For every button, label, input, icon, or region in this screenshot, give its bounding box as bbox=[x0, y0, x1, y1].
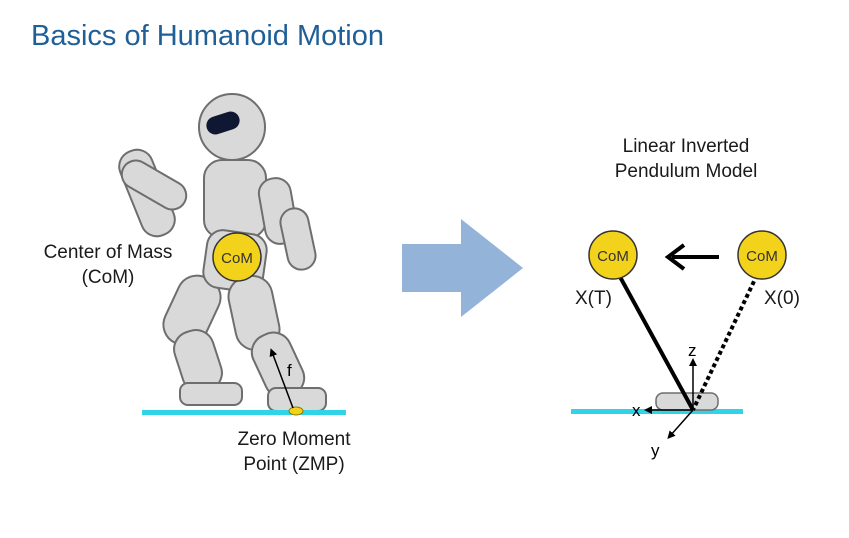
left-ground-line bbox=[142, 410, 346, 415]
robot-visor bbox=[206, 111, 240, 135]
com-circle-left bbox=[588, 230, 638, 280]
pendulum-solid-leg bbox=[617, 274, 695, 411]
axis-x-label: x bbox=[632, 401, 641, 420]
com-label: Center of Mass (CoM) bbox=[22, 240, 194, 290]
com-move-arrow-head bbox=[664, 243, 686, 271]
pendulum-dotted-leg bbox=[691, 274, 759, 411]
com-left-text: CoM bbox=[597, 248, 629, 265]
robot-back-foot bbox=[179, 382, 243, 406]
robot-com-circle bbox=[212, 232, 262, 282]
com-label-line1: Center of Mass bbox=[43, 242, 173, 263]
zmp-label: Zero Moment Point (ZMP) bbox=[206, 427, 382, 477]
zmp-point bbox=[288, 406, 304, 416]
com-label-line2: (CoM) bbox=[81, 267, 135, 288]
force-label: f bbox=[287, 361, 292, 380]
axis-y-arrow bbox=[667, 409, 694, 439]
zmp-label-line2: Point (ZMP) bbox=[243, 454, 345, 475]
model-title: Linear Inverted Pendulum Model bbox=[586, 134, 786, 184]
right-ground-line bbox=[571, 409, 743, 414]
transition-arrow bbox=[402, 219, 523, 317]
axis-y-label: y bbox=[651, 441, 660, 460]
robot-back-forearm bbox=[120, 159, 188, 211]
x-t-label: X(T) bbox=[575, 288, 612, 309]
model-title-line2: Pendulum Model bbox=[614, 161, 758, 182]
robot-com-text: CoM bbox=[221, 250, 253, 267]
robot-front-forearm bbox=[279, 207, 317, 271]
zmp-label-line1: Zero Moment bbox=[237, 429, 351, 450]
page-title: Basics of Humanoid Motion bbox=[31, 20, 384, 52]
model-title-line1: Linear Inverted bbox=[622, 136, 750, 157]
x-0-label: X(0) bbox=[764, 288, 800, 309]
axis-z-label: z bbox=[688, 341, 697, 360]
robot-torso bbox=[203, 159, 267, 239]
com-right-text: CoM bbox=[746, 248, 778, 265]
com-circle-right bbox=[737, 230, 787, 280]
force-arrow bbox=[269, 348, 294, 409]
